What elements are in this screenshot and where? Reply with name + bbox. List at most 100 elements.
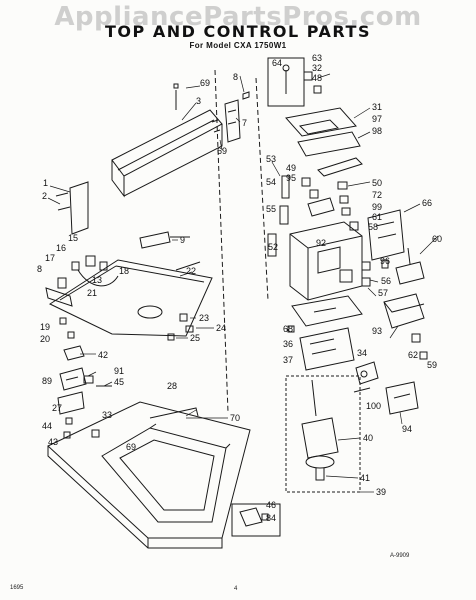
part-top-rail [111, 83, 223, 198]
callout-69-top: 69 [200, 78, 210, 88]
callout-8-left: 8 [37, 264, 42, 274]
callout-25: 25 [190, 333, 200, 343]
part-mounting-plates [287, 295, 363, 371]
callout-16: 16 [56, 243, 66, 253]
callout-69-mid: 69 [217, 146, 227, 156]
callout-21: 21 [87, 288, 97, 298]
part-cam-hardware [301, 177, 351, 217]
part-fittings [167, 313, 194, 341]
left-code: 1695 [10, 585, 24, 591]
callout-55: 55 [266, 204, 276, 214]
callout-92: 92 [316, 238, 326, 248]
callout-43: 43 [48, 437, 58, 447]
callout-62: 62 [408, 350, 418, 360]
callout-70: 70 [230, 413, 240, 423]
callout-2: 2 [42, 191, 47, 201]
callout-68: 68 [283, 324, 293, 334]
callout-58: 58 [368, 222, 378, 232]
callout-41: 41 [360, 473, 370, 483]
group-divider-right [255, 77, 269, 301]
part-lower-right-box [383, 293, 428, 360]
callout-32: 32 [312, 63, 322, 73]
callout-22: 22 [186, 266, 196, 276]
part-switch-bracket [367, 209, 405, 269]
callout-1: 1 [43, 178, 48, 188]
callout-99: 99 [372, 202, 382, 212]
watermark: AppliancePartsPros.com [54, 2, 422, 32]
callout-52: 52 [268, 242, 278, 252]
callout-3: 3 [196, 96, 201, 106]
callout-15: 15 [68, 233, 78, 243]
callout-59: 59 [427, 360, 437, 370]
callout-49: 49 [286, 163, 296, 173]
callout-84: 84 [266, 513, 276, 523]
callout-64: 64 [272, 58, 282, 68]
callout-33: 33 [102, 410, 112, 420]
callout-61: 61 [372, 212, 382, 222]
part-right-hardware [349, 221, 371, 287]
part-cam-follower [353, 361, 379, 393]
callout-93: 93 [372, 326, 382, 336]
page-number: 4 [234, 586, 238, 592]
callout-53: 53 [266, 154, 276, 164]
callout-31: 31 [372, 102, 382, 112]
callout-24: 24 [216, 323, 226, 333]
callout-91: 91 [114, 366, 124, 376]
callout-40: 40 [363, 433, 373, 443]
callout-19: 19 [40, 322, 50, 332]
callout-34: 34 [357, 348, 367, 358]
callout-42: 42 [98, 350, 108, 360]
callout-37: 37 [283, 355, 293, 365]
part-side-bracket [55, 181, 89, 235]
callout-96: 96 [380, 256, 390, 266]
callout-98: 98 [372, 126, 382, 136]
callout-48: 48 [312, 73, 322, 83]
part-knob-bar [139, 231, 190, 249]
diagram-code: A-9909 [390, 553, 410, 559]
callout-9: 9 [180, 235, 185, 245]
callout-100: 100 [366, 401, 381, 411]
part-washer-top [47, 401, 251, 549]
callout-54: 54 [266, 177, 276, 187]
callout-8-top: 8 [233, 72, 238, 82]
callout-45: 45 [114, 377, 124, 387]
part-top-inset-box [267, 57, 322, 107]
part-hinge-bracket [211, 91, 250, 143]
callout-44: 44 [42, 421, 52, 431]
diagram-title: TOP AND CONTROL PARTS [105, 22, 371, 41]
callout-23: 23 [199, 313, 209, 323]
callout-97: 97 [372, 114, 382, 124]
callout-95: 95 [286, 173, 296, 183]
callout-39: 39 [376, 487, 386, 497]
callout-36: 36 [283, 339, 293, 349]
callout-66: 66 [422, 198, 432, 208]
callout-69-bottom: 69 [126, 442, 136, 452]
callout-27: 27 [52, 403, 62, 413]
part-bracket-94 [385, 381, 419, 415]
leader-lines [47, 73, 439, 493]
part-posts [267, 175, 290, 257]
part-inset-box [231, 503, 281, 537]
part-switch-cluster [45, 255, 119, 339]
callout-63: 63 [312, 53, 322, 63]
callout-46: 46 [266, 500, 276, 510]
callout-7: 7 [242, 118, 247, 128]
callout-17: 17 [45, 253, 55, 263]
callout-89: 89 [42, 376, 52, 386]
callout-72: 72 [372, 190, 382, 200]
callout-57: 57 [378, 288, 388, 298]
callout-18: 18 [119, 266, 129, 276]
diagram-subtitle: For Model CXA 1750W1 [189, 41, 287, 50]
callout-94: 94 [402, 424, 412, 434]
callout-13: 13 [92, 275, 102, 285]
callout-20: 20 [40, 334, 50, 344]
callout-56: 56 [381, 276, 391, 286]
callout-28: 28 [167, 381, 177, 391]
callout-60: 60 [432, 234, 442, 244]
part-pivot-bracket [395, 247, 425, 285]
part-timer-plate [285, 107, 363, 177]
callout-50: 50 [372, 178, 382, 188]
